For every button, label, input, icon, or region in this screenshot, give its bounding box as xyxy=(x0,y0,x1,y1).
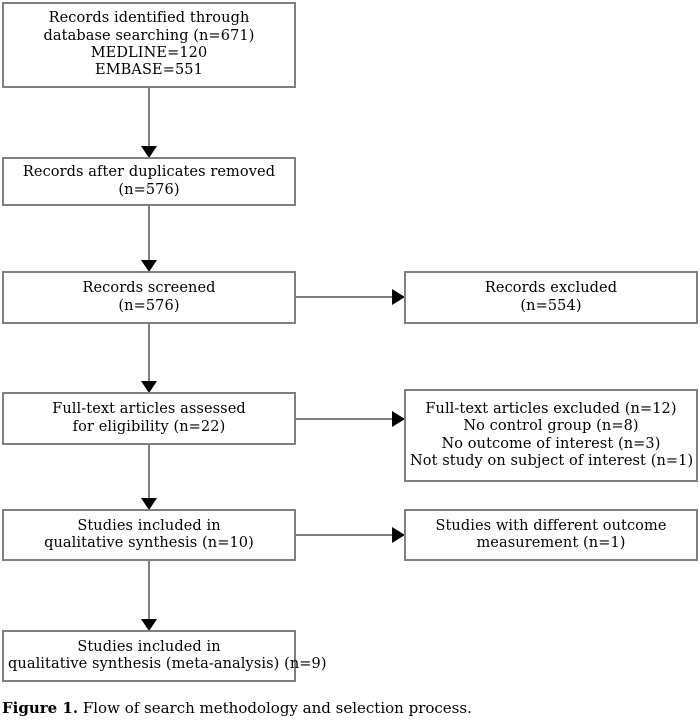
box-studies-included-meta-analysis: Studies included in qualitative synthesi… xyxy=(2,630,327,682)
connector-qualitative-to-meta xyxy=(141,561,157,631)
box-line: Studies included in xyxy=(77,517,221,534)
box-fulltext-articles-excluded: Full-text articles excluded (n=12) No co… xyxy=(404,389,698,482)
box-line: Records excluded xyxy=(484,280,618,297)
box-line: Not study on subject of interest (n=1) xyxy=(410,452,694,469)
box-line: database searching (n=671) xyxy=(43,27,255,44)
box-line: measurement (n=1) xyxy=(476,535,626,551)
box-line: qualitative synthesis (meta-analysis) (n… xyxy=(8,656,327,672)
box-line: qualitative synthesis (n=10) xyxy=(44,535,254,551)
box-records-excluded: Records excluded (n=554) xyxy=(404,271,698,324)
box-line: Full-text articles assessed xyxy=(52,401,246,418)
box-line: (n=576) xyxy=(118,181,180,198)
box-line: No outcome of interest (n=3) xyxy=(441,435,661,452)
figure-caption-text: Flow of search methodology and selection… xyxy=(78,699,472,717)
box-line: Records after duplicates removed xyxy=(22,164,276,181)
connector-identified-to-duplicates xyxy=(141,88,157,158)
box-records-after-duplicates-removed: Records after duplicates removed (n=576) xyxy=(2,157,296,206)
box-line: Studies included in xyxy=(77,638,221,655)
box-line: EMBASE=551 xyxy=(95,62,203,79)
connector-fulltext-to-qualitative xyxy=(141,445,157,510)
box-line: Full-text articles excluded (n=12) xyxy=(425,400,677,417)
figure-caption: Figure 1. Flow of search methodology and… xyxy=(2,700,698,717)
connector-screened-to-excluded xyxy=(296,289,405,305)
box-studies-included-qualitative: Studies included in qualitative synthesi… xyxy=(2,509,296,561)
box-line: Records identified through xyxy=(48,10,250,27)
box-line: Studies with different outcome xyxy=(435,517,667,534)
box-fulltext-articles-assessed: Full-text articles assessed for eligibil… xyxy=(2,392,296,445)
connector-qualitative-to-different-outcome xyxy=(296,527,405,543)
box-line: (n=576) xyxy=(118,297,180,314)
box-records-identified: Records identified through database sear… xyxy=(2,2,296,88)
box-records-screened: Records screened (n=576) xyxy=(2,271,296,324)
figure-caption-label: Figure 1. xyxy=(2,699,79,717)
box-line: MEDLINE=120 xyxy=(90,45,208,61)
connector-duplicates-to-screened xyxy=(141,206,157,272)
connector-screened-to-fulltext xyxy=(141,324,157,393)
connector-fulltext-to-fulltext-excluded xyxy=(296,411,405,427)
box-line: for eligibility (n=22) xyxy=(72,418,226,435)
box-line: No control group (n=8) xyxy=(463,418,639,435)
box-studies-different-outcome: Studies with different outcome measureme… xyxy=(404,509,698,561)
box-line: Records screened xyxy=(82,280,216,297)
box-line: (n=554) xyxy=(520,297,582,314)
